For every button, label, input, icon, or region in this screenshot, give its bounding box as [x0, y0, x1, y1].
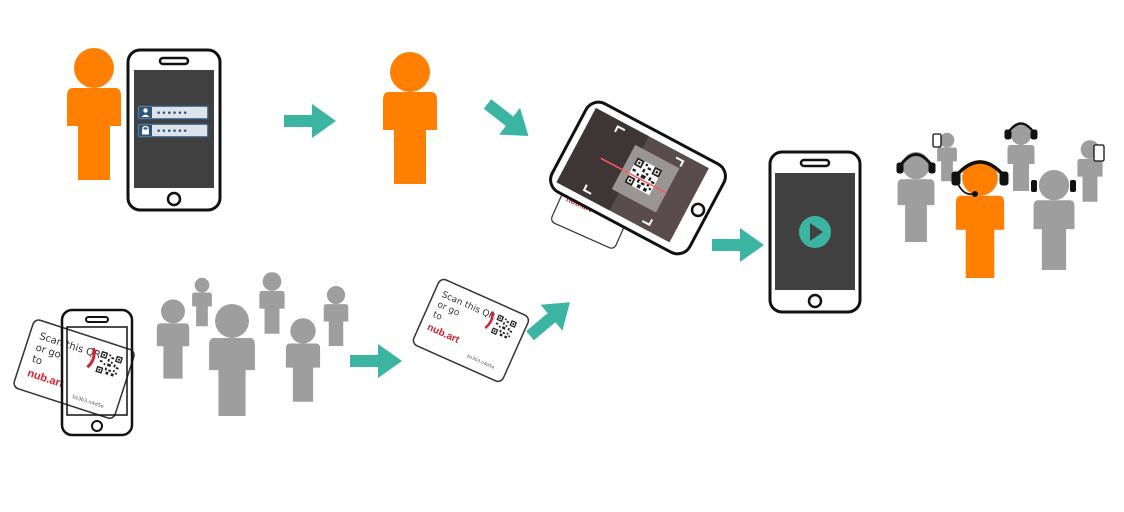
- arrow-icon: [284, 104, 336, 138]
- player-phone: [768, 150, 862, 314]
- username-field: [137, 105, 209, 120]
- play-button[interactable]: [799, 216, 831, 248]
- user-icon: [285, 318, 321, 402]
- arrow-icon: [712, 228, 764, 262]
- scanning-phone: [549, 100, 727, 256]
- scanning-step: or go nub.art: [549, 100, 727, 256]
- arrow-icon: [350, 344, 402, 378]
- user-icon: [1007, 125, 1035, 191]
- crowd: [156, 272, 349, 416]
- user-icon: [955, 160, 1005, 278]
- earbuds-icon: [1031, 180, 1076, 192]
- phone-icon: [1093, 144, 1105, 162]
- qr-card-with-phone: Scan this QR or go to nub.art bs3b3.n4d5…: [13, 308, 135, 437]
- user-icon: [323, 286, 349, 346]
- listeners-group: [896, 122, 1105, 278]
- user-icon: [192, 277, 212, 327]
- user-icon: [156, 299, 190, 379]
- qr-card: Scan this QR or go to nub.art bs3b3.n4d5…: [13, 319, 135, 419]
- username-mask: ••••••: [156, 109, 188, 119]
- user-icon: [67, 48, 121, 180]
- card-line-3: to: [431, 310, 444, 323]
- login-phone: •••••• ••••••: [126, 48, 222, 212]
- login-user: [67, 48, 121, 180]
- phone-icon: [932, 133, 942, 148]
- user-icon: [1033, 170, 1075, 270]
- headphones-icon: [896, 153, 936, 174]
- user-icon: [139, 107, 152, 118]
- password-mask: ••••••: [156, 127, 188, 137]
- headphones-icon: [1004, 122, 1038, 140]
- qr-card: Scan this QR or go to nub.art bs3b3.n4d5…: [412, 278, 530, 383]
- headphones-icon: [951, 160, 1009, 197]
- card-line-3: to: [30, 354, 43, 368]
- password-field: [137, 123, 209, 138]
- lock-icon: [139, 125, 152, 136]
- user-icon: [209, 304, 255, 416]
- user-icon: [383, 52, 437, 184]
- arrow-icon: [477, 90, 539, 150]
- user-icon: [259, 272, 285, 334]
